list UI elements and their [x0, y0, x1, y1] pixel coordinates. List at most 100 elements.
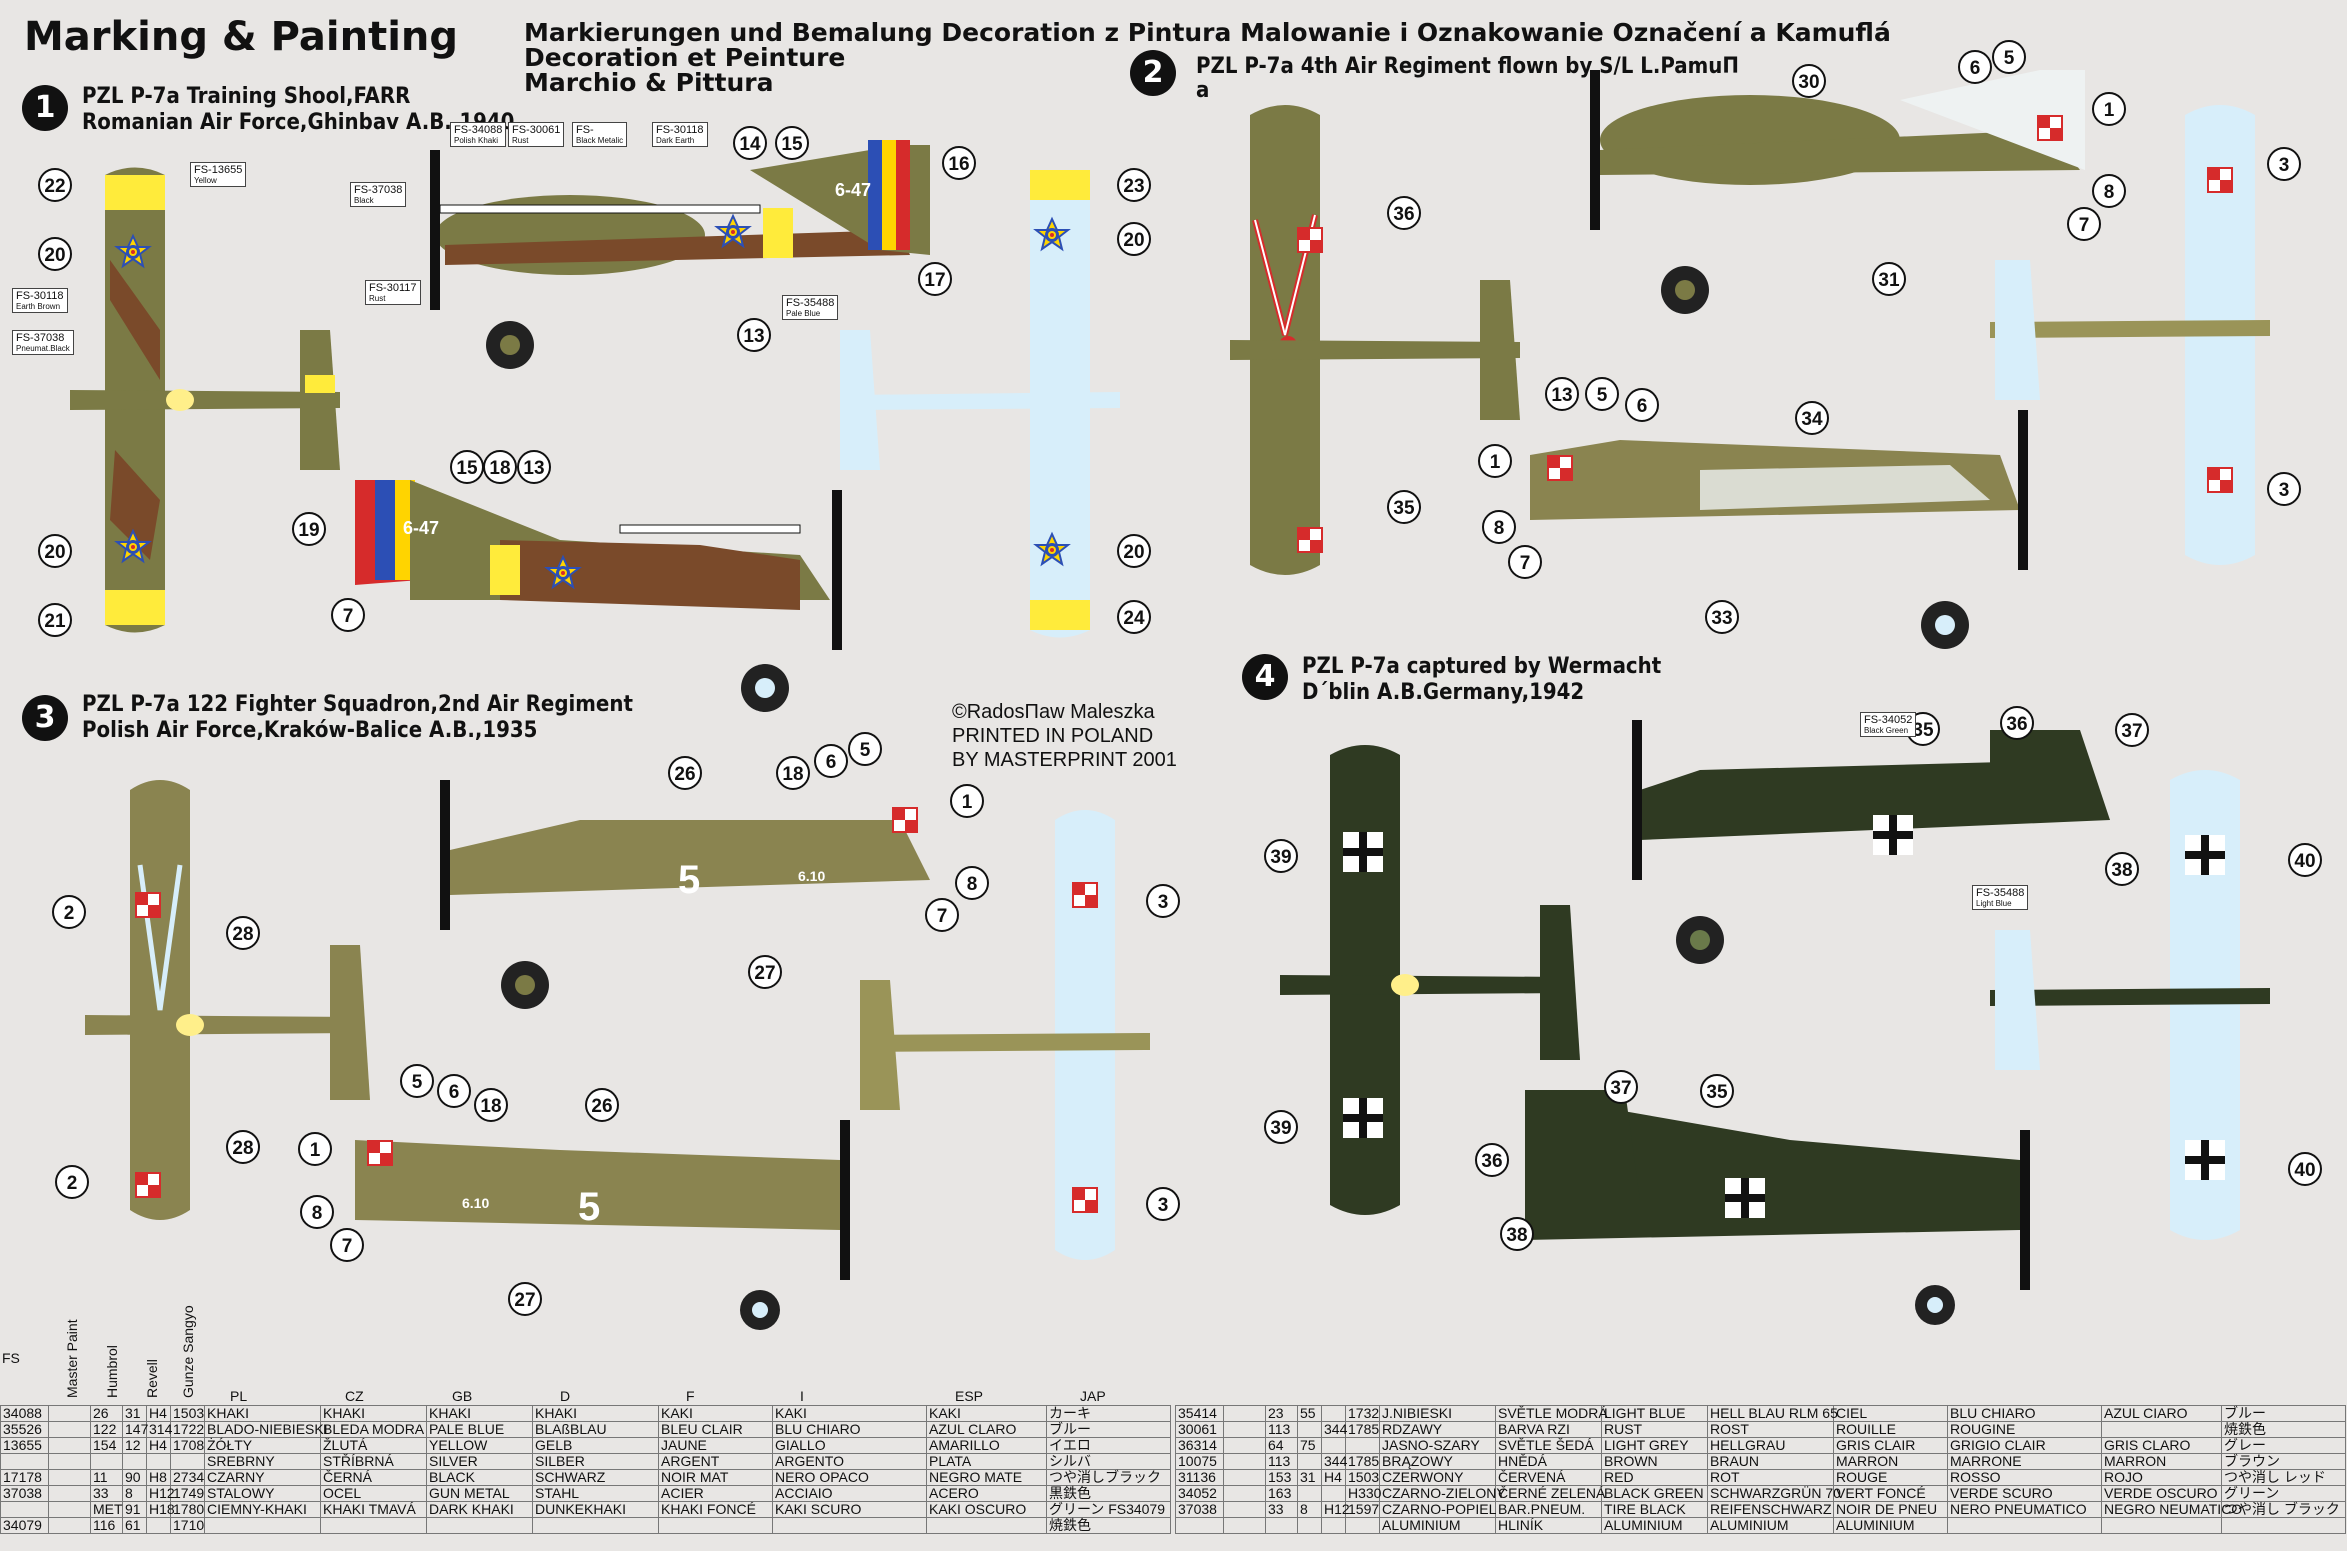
aircraft-artwork [70, 70, 2270, 1330]
callout: 19 [292, 512, 326, 546]
paint-cell: 36314 [1175, 1437, 1224, 1454]
s4-bottom-view [1990, 770, 2270, 1240]
paint-cell: CIEL [1833, 1405, 1948, 1422]
paint-cell: 焼鉄色 [2221, 1421, 2346, 1438]
s4-top-view [1280, 745, 1580, 1215]
code-polish-lower: 6.10 [462, 1195, 490, 1211]
credit-block: ©RadosΠaw Maleszka PRINTED IN POLAND BY … [952, 700, 1177, 772]
callout: 36 [1475, 1143, 1509, 1177]
callout: 8 [300, 1195, 334, 1229]
paint-cell: 1785 [1345, 1453, 1380, 1470]
paint-cell [1321, 1405, 1346, 1422]
paint-cell [1223, 1501, 1266, 1518]
callout: 31 [1872, 262, 1906, 296]
paint-cell: 153 [1265, 1469, 1298, 1486]
paint-cell: STALOWY [204, 1485, 321, 1502]
paint-cell: 2734 [170, 1469, 205, 1486]
paint-cell: 31 [122, 1405, 147, 1422]
s1-side-view-upper [430, 140, 930, 369]
callout: 6 [1958, 50, 1992, 84]
paint-cell [926, 1517, 1047, 1534]
paint-cell: 314 [146, 1421, 172, 1438]
paint-cell [170, 1453, 205, 1470]
paint-cell: DUNKEKHAKI [532, 1501, 659, 1518]
paint-cell [2101, 1517, 2222, 1534]
callout: 40 [2288, 1152, 2322, 1186]
callout: 1 [950, 784, 984, 818]
paint-cell: VERT FONCÉ [1833, 1485, 1948, 1502]
paint-reference-table: FS Master Paint Humbrol Revell Gunze San… [0, 1305, 2347, 1551]
paint-cell: BRĄZOWY [1379, 1453, 1496, 1470]
paint-cell: OCEL [320, 1485, 427, 1502]
paint-cell: 64 [1265, 1437, 1298, 1454]
credit-printed: PRINTED IN POLAND [952, 725, 1154, 747]
paint-cell: BARVA RZI [1495, 1421, 1602, 1438]
paint-cell: RUST [1601, 1421, 1708, 1438]
callout: 30 [1792, 64, 1826, 98]
paint-cell [146, 1453, 171, 1470]
multilingual-title-2: Decoration et Peinture [524, 43, 846, 72]
paint-cell: RDZAWY [1379, 1421, 1496, 1438]
paint-cell: CZARNO-POPIEL [1379, 1501, 1496, 1518]
paint-cell: GIALLO [772, 1437, 927, 1454]
paint-cell: 31 [1297, 1469, 1322, 1486]
paint-cell: NOIR MAT [658, 1469, 773, 1486]
paint-cell: 1749 [170, 1485, 205, 1502]
paint-cell: 147 [122, 1421, 148, 1438]
paint-cell [48, 1501, 91, 1518]
header-esp: ESP [955, 1388, 984, 1404]
credit-copyright: ©RadosΠaw Maleszka [952, 701, 1155, 723]
callout: 27 [508, 1282, 542, 1316]
paint-cell: 1722 [170, 1421, 205, 1438]
paint-cell: KAKI SCURO [772, 1501, 927, 1518]
paint-cell: H8 [146, 1469, 171, 1486]
paint-cell [320, 1517, 427, 1534]
paint-cell: 55 [1297, 1405, 1322, 1422]
paint-cell: 35526 [0, 1421, 49, 1438]
section-2-subtitle: a [1196, 78, 1210, 103]
section-3-subtitle: Polish Air Force,Kraków-Balice A.B.,1935 [82, 718, 538, 743]
paint-cell [1223, 1421, 1266, 1438]
callout: 3 [2267, 472, 2301, 506]
paint-cell: LIGHT BLUE [1601, 1405, 1708, 1422]
paint-cell: BLAßBLAU [532, 1421, 659, 1438]
fs-header: FS [2, 1350, 20, 1366]
paint-cell [48, 1405, 91, 1422]
s2-side-view-upper [1590, 70, 2085, 314]
callout: 22 [38, 168, 72, 202]
page-title: Marking & Painting [24, 14, 459, 60]
paint-cell: イエロ [1046, 1437, 1171, 1454]
callout: 17 [918, 262, 952, 296]
paint-cell [2221, 1517, 2346, 1534]
paint-cell: 37038 [1175, 1501, 1224, 1518]
paint-cell: JASNO-SZARY [1379, 1437, 1496, 1454]
callout: 7 [2067, 207, 2101, 241]
paint-cell: ALUMINIUM [1833, 1517, 1948, 1534]
paint-cell: 344 [1321, 1453, 1347, 1470]
paint-cell [1947, 1517, 2102, 1534]
callout: 35 [1906, 712, 1940, 746]
paint-cell: H4 [146, 1405, 171, 1422]
callout: 7 [925, 898, 959, 932]
paint-cell [0, 1501, 49, 1518]
paint-cell: BLACK [426, 1469, 533, 1486]
paint-cell: カーキ [1046, 1405, 1171, 1422]
paint-cell [1321, 1517, 1346, 1534]
paint-cell [48, 1421, 91, 1438]
paint-cell [1345, 1517, 1380, 1534]
callout: 1 [2092, 92, 2126, 126]
s4-side-view-upper [1632, 720, 2110, 964]
callout: 34 [1795, 401, 1829, 435]
paint-cell: 26 [90, 1405, 123, 1422]
paint-cell: REIFENSCHWARZ [1707, 1501, 1834, 1518]
paint-cell [1223, 1405, 1266, 1422]
paint-cell: 37038 [0, 1485, 49, 1502]
s1-side-view-lower [355, 480, 842, 712]
